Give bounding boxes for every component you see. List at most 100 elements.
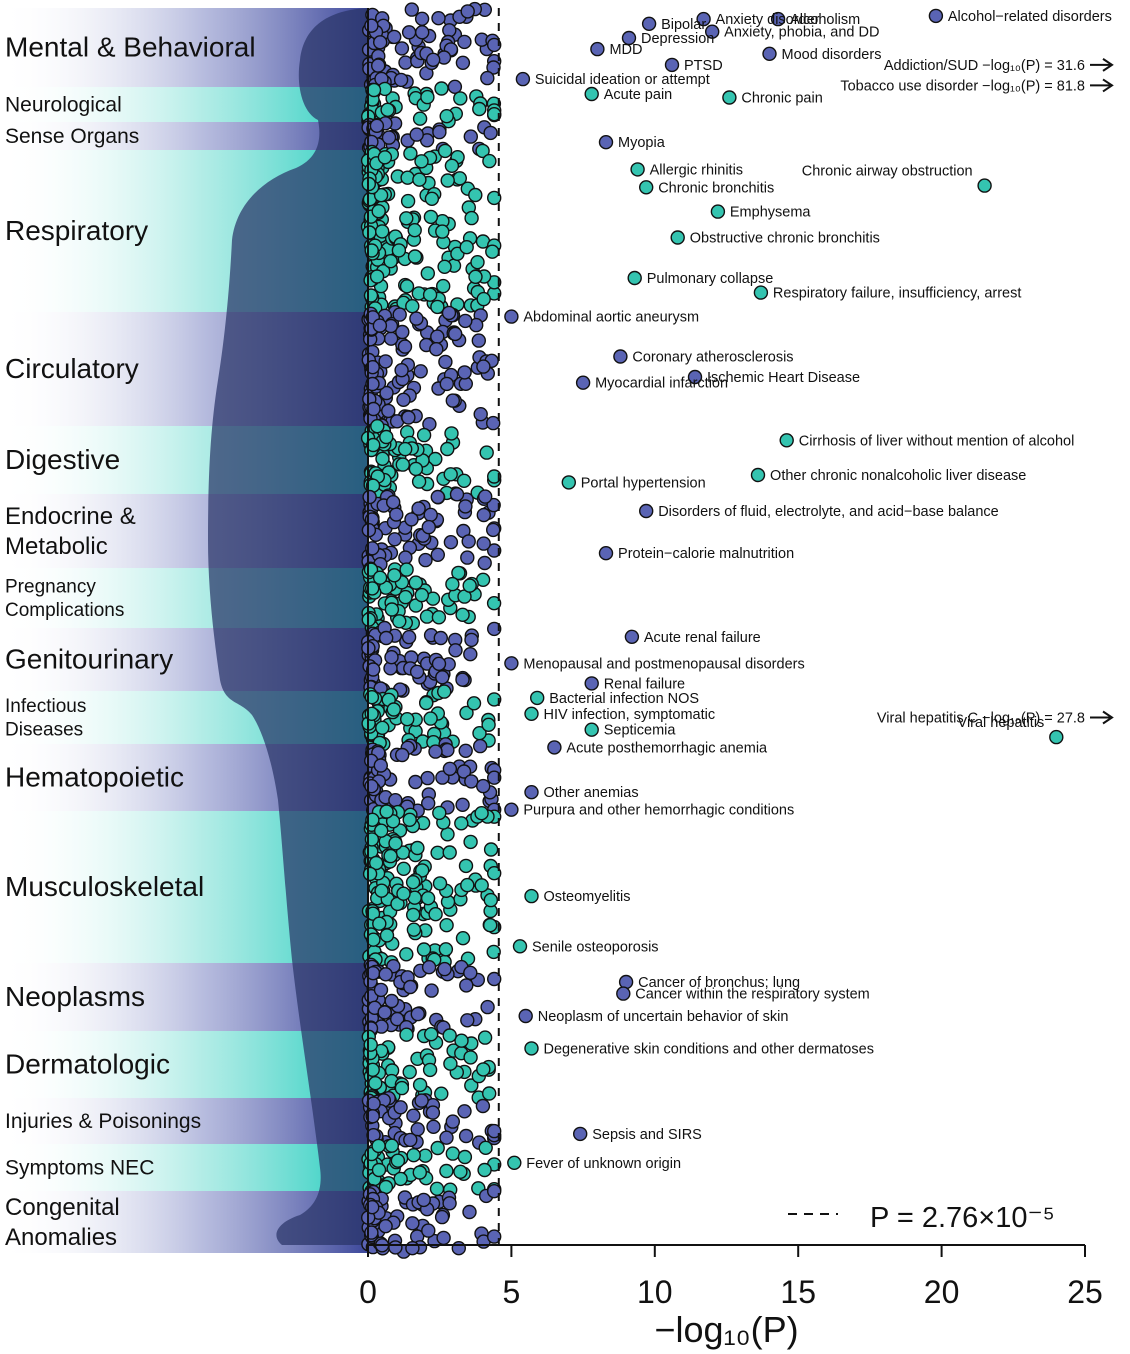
data-point	[386, 495, 401, 510]
significant-point	[630, 162, 645, 177]
data-point	[476, 359, 491, 374]
point-label: Bacterial infection NOS	[549, 691, 699, 707]
data-point	[400, 193, 416, 209]
data-point	[483, 918, 498, 933]
data-point	[464, 1078, 479, 1093]
data-point	[373, 982, 389, 998]
data-point	[414, 587, 429, 603]
data-point	[458, 743, 473, 758]
point-label: MDD	[609, 42, 642, 58]
data-point	[384, 1138, 399, 1153]
data-point	[401, 629, 417, 645]
data-point	[480, 999, 495, 1015]
data-point	[486, 522, 501, 538]
human-silhouette	[208, 8, 368, 1245]
data-point	[409, 664, 425, 679]
data-point	[369, 855, 384, 871]
category-label: Neoplasms	[5, 981, 145, 1012]
data-point	[455, 931, 471, 946]
data-point	[401, 410, 416, 425]
data-point	[399, 279, 415, 294]
data-point	[458, 313, 473, 329]
data-point	[420, 891, 436, 906]
data-point	[393, 1171, 408, 1187]
point-label: Coronary atherosclerosis	[632, 349, 793, 365]
data-point	[426, 1119, 441, 1135]
data-point	[464, 774, 479, 789]
data-point	[384, 993, 399, 1009]
point-label: Protein−calorie malnutrition	[618, 546, 794, 562]
data-point	[483, 842, 499, 857]
data-point	[414, 154, 429, 169]
point-label: Depression	[641, 31, 714, 47]
data-point	[462, 1204, 477, 1220]
data-point	[434, 1086, 449, 1101]
data-point	[432, 124, 447, 140]
data-point	[419, 609, 435, 624]
offscale-annotation: Viral hepatitis C −log₁₀(P) = 27.8	[877, 711, 1085, 727]
data-point	[487, 971, 502, 987]
x-axis-title: −log₁₀(P)	[654, 1309, 798, 1350]
category-label: Respiratory	[5, 215, 148, 246]
data-point	[476, 1062, 491, 1077]
data-point	[451, 1240, 466, 1256]
point-label: Portal hypertension	[581, 475, 706, 491]
significant-point	[575, 375, 591, 390]
data-point	[408, 461, 424, 477]
category-label: Mental & Behavioral	[5, 32, 256, 63]
significant-point	[710, 204, 726, 219]
data-point	[399, 562, 414, 577]
data-point	[373, 35, 388, 50]
data-point	[424, 983, 439, 998]
data-point	[487, 106, 502, 122]
data-point	[366, 1096, 381, 1111]
data-point	[412, 1165, 427, 1180]
data-point	[430, 489, 445, 505]
data-point	[444, 158, 460, 174]
data-point	[487, 866, 502, 881]
data-point	[445, 1146, 460, 1161]
data-point	[480, 70, 495, 86]
significant-point	[518, 1008, 533, 1024]
data-point	[456, 764, 472, 779]
data-point	[477, 555, 492, 571]
data-point	[386, 702, 401, 717]
significant-point	[584, 86, 599, 102]
data-point	[362, 489, 377, 505]
data-point	[366, 662, 381, 677]
data-point	[362, 866, 378, 882]
data-point	[392, 614, 407, 629]
data-point	[365, 1109, 380, 1124]
data-point	[372, 318, 388, 333]
data-point	[463, 1050, 478, 1065]
significant-point	[524, 706, 539, 721]
data-point	[421, 960, 437, 975]
data-point	[380, 102, 395, 118]
category-label: Hematopoietic	[5, 762, 184, 793]
significant-point	[705, 24, 720, 39]
point-label: Anxiety disorder	[716, 12, 820, 28]
data-point	[439, 1130, 454, 1145]
significant-point	[515, 71, 531, 87]
data-point	[369, 118, 385, 134]
data-point	[474, 806, 489, 821]
x-tick-label: 20	[924, 1274, 960, 1310]
data-point	[442, 845, 457, 860]
data-point	[414, 11, 430, 26]
data-point	[445, 393, 460, 408]
data-point	[395, 457, 410, 472]
data-point	[383, 254, 398, 269]
x-tick-label: 0	[359, 1274, 377, 1310]
data-point	[460, 877, 475, 893]
data-point	[377, 150, 393, 165]
data-point	[384, 602, 400, 617]
data-point	[431, 11, 446, 26]
significant-point	[627, 270, 642, 286]
data-point	[487, 621, 502, 637]
data-point	[463, 129, 478, 144]
point-label: Other chronic nonalcoholic liver disease	[770, 468, 1026, 484]
data-point	[482, 153, 497, 169]
data-point	[474, 878, 489, 893]
data-point	[395, 747, 410, 763]
data-point	[362, 225, 377, 240]
